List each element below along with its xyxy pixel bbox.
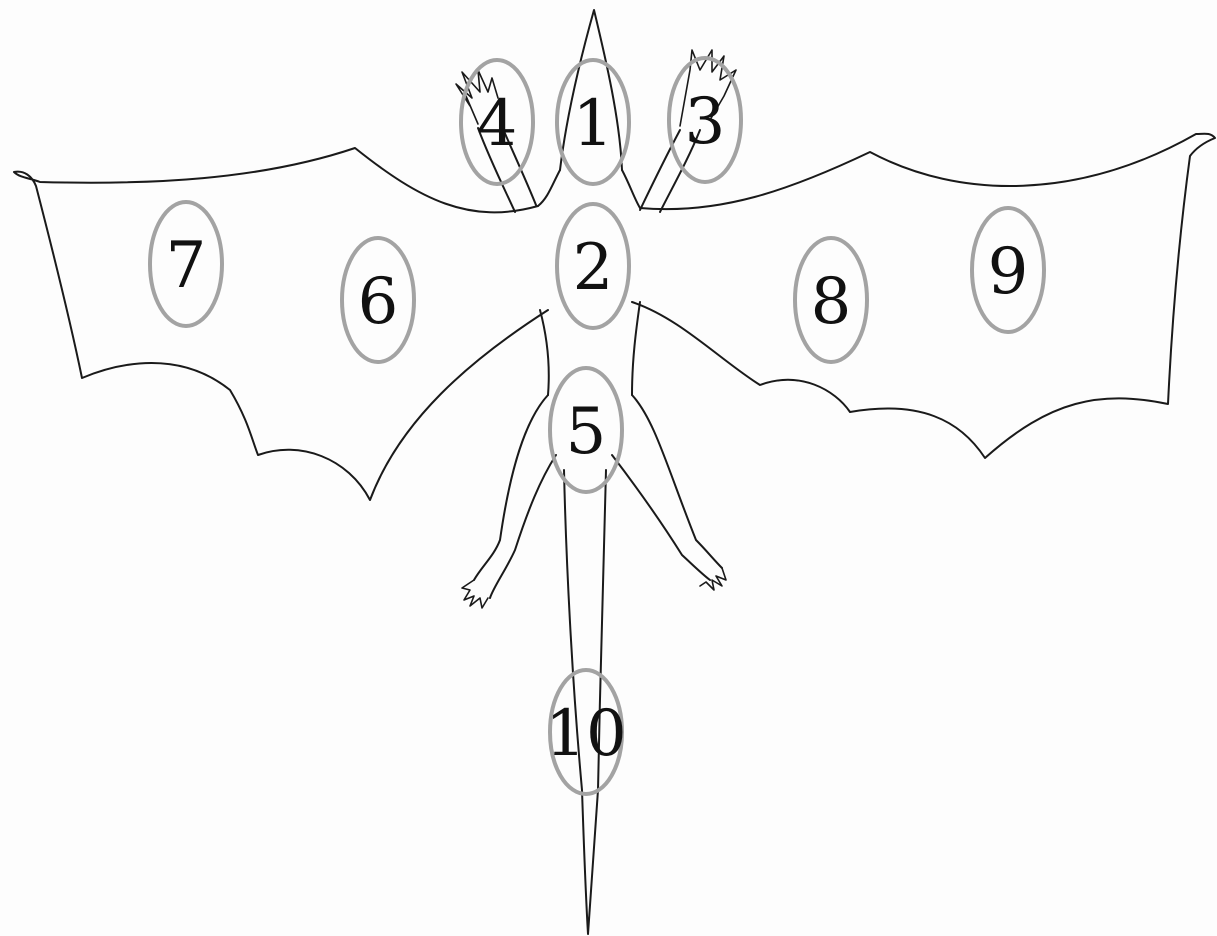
numbered-markers: 1 2 3 4 5 6 7 8	[150, 58, 1044, 794]
marker-label: 10	[545, 697, 626, 771]
marker-8: 8	[795, 238, 867, 362]
marker-6: 6	[342, 238, 414, 362]
left-hind-claws	[462, 580, 488, 608]
marker-label: 8	[811, 265, 852, 339]
marker-10: 10	[545, 670, 626, 794]
marker-label: 7	[166, 229, 207, 303]
marker-label: 6	[358, 265, 399, 339]
marker-label: 4	[477, 87, 518, 161]
right-hind-claws	[700, 568, 726, 590]
marker-label: 1	[573, 87, 614, 161]
left-wing	[14, 148, 548, 500]
marker-label: 9	[988, 235, 1029, 309]
marker-5: 5	[550, 368, 622, 492]
right-wing	[632, 134, 1215, 458]
marker-label: 2	[573, 231, 614, 305]
marker-7: 7	[150, 202, 222, 326]
marker-label: 5	[566, 395, 607, 469]
marker-2: 2	[557, 204, 629, 328]
marker-3: 3	[669, 58, 741, 182]
marker-label: 3	[685, 85, 726, 159]
right-hind-leg	[612, 395, 722, 580]
marker-9: 9	[972, 208, 1044, 332]
dragon-torso	[540, 302, 640, 395]
left-hind-leg	[474, 395, 556, 598]
dragon-neck	[538, 170, 640, 208]
marker-4: 4	[461, 60, 533, 184]
